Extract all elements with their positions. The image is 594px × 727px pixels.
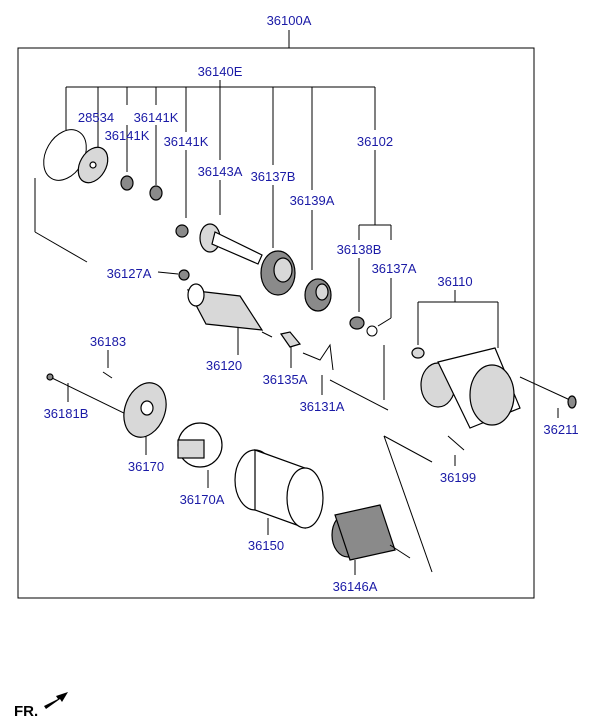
brush-holder-icon [177, 422, 223, 468]
yoke-icon [234, 449, 324, 529]
pinion-group-label: 36140E [198, 64, 243, 79]
part-label: 36138B [337, 242, 382, 257]
bushing-icon [120, 175, 134, 191]
part-label: 36137B [251, 169, 296, 184]
part-label: 36170 [128, 459, 164, 474]
housing-subgroup-label: 36110 [437, 274, 472, 289]
part-label: 36141K [134, 110, 179, 125]
part-label: 36211 [543, 422, 578, 437]
armature-icon [331, 504, 411, 561]
housing-group-bracket [358, 150, 392, 240]
assembly-label: 36100A [267, 13, 312, 28]
ring-icon [349, 316, 365, 330]
orientation-label: FR. [14, 703, 38, 720]
lever-icon [302, 343, 334, 371]
clutch-icon [260, 250, 296, 296]
part-label: 36143A [198, 164, 243, 179]
housing-subgroup-bracket [417, 290, 499, 348]
screw-icon [102, 371, 113, 379]
bushing-icon [175, 224, 189, 238]
part-label: 36137A [372, 261, 417, 276]
solenoid-icon [186, 283, 273, 338]
part-label: 36127A [107, 266, 152, 281]
front-arrow-icon [44, 692, 68, 709]
part-label: 28534 [78, 110, 114, 125]
pinion-group-bracket [65, 80, 376, 190]
leader-lines [34, 125, 559, 575]
part-label: 36139A [290, 193, 335, 208]
part-label: 36170A [180, 492, 225, 507]
plunger-icon [279, 331, 302, 348]
pin-icon [447, 435, 465, 451]
part-label: 36183 [90, 334, 126, 349]
part-label: 36199 [440, 470, 476, 485]
bolt-icon [519, 376, 577, 409]
part-label: 36181B [44, 406, 89, 421]
through-bolt-icon [46, 373, 129, 416]
part-label: 36146A [333, 579, 378, 594]
pinion-gear-icon [304, 278, 332, 312]
part-label: 36120 [206, 358, 242, 373]
nut-icon [178, 269, 190, 281]
assembly-frame [17, 47, 535, 599]
shaft-icon [199, 223, 263, 265]
bushing-icon [149, 185, 163, 201]
part-label: 36150 [248, 538, 284, 553]
part-label: 36131A [300, 399, 345, 414]
part-label: 36141K [105, 128, 150, 143]
end-cover-icon [123, 382, 167, 438]
part-label: 36141K [164, 134, 209, 149]
washer-icon [77, 146, 109, 184]
part-label: 36135A [263, 372, 308, 387]
housing-icon [411, 347, 521, 429]
snap-ring-icon [366, 325, 378, 337]
housing-group-label: 36102 [357, 134, 393, 149]
